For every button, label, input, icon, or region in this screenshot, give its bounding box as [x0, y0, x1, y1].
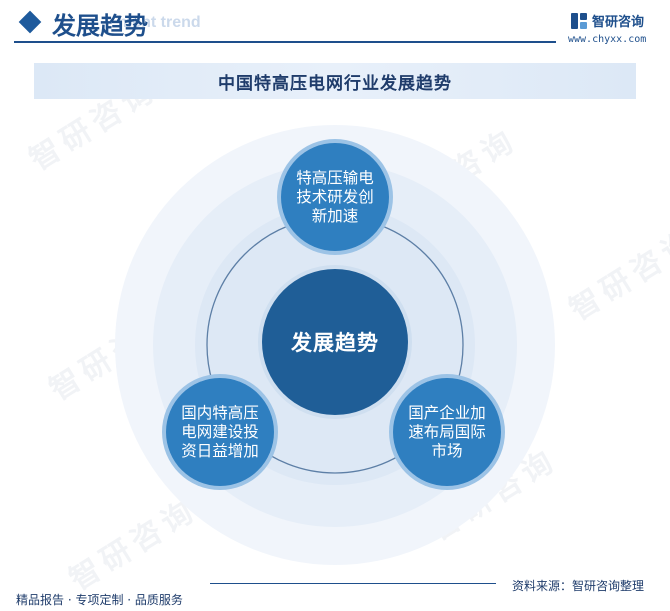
brand-logo: 智研咨询 www.chyxx.com [568, 10, 668, 46]
header-subtitle-en: ment trend [118, 14, 201, 31]
node-top-circle [281, 143, 389, 251]
node-right-circle [393, 378, 501, 486]
node-top-line: 特高压输电 [296, 168, 374, 187]
node-left-circle [166, 378, 274, 486]
footer-divider [210, 583, 496, 584]
center-node [262, 269, 408, 415]
footer-source: 资料来源：智研咨询整理 [512, 579, 645, 593]
brand-url: www.chyxx.com [568, 34, 647, 45]
header-divider [14, 41, 556, 43]
brand-name: 智研咨询 [592, 15, 645, 30]
chart-title: 中国特高压电网行业发展趋势 [218, 73, 452, 94]
node-left-label: 国内特高压 电网建设投 资日益增加 [170, 402, 270, 462]
node-top-line: 新加速 [311, 206, 359, 225]
node-right-line: 国产企业加 [408, 403, 486, 422]
chart-title-banner: 中国特高压电网行业发展趋势 [34, 63, 636, 99]
node-left-line: 国内特高压 [181, 403, 259, 422]
node-right-line: 市场 [431, 441, 463, 460]
node-right-line: 速布局国际 [408, 422, 486, 441]
node-left-line: 资日益增加 [181, 441, 259, 460]
center-node-label: 发展趋势 [291, 331, 379, 355]
page-title: 发展趋势 [52, 12, 148, 40]
footer-slogan: 精品报告 · 专项定制 · 品质服务 [16, 593, 183, 607]
node-top-label: 特高压输电 技术研发创 新加速 [285, 167, 385, 227]
node-left-line: 电网建设投 [181, 422, 259, 441]
brand-logo-icon [571, 13, 587, 29]
node-right-label: 国产企业加 速布局国际 市场 [397, 402, 497, 462]
node-top-line: 技术研发创 [296, 187, 374, 206]
